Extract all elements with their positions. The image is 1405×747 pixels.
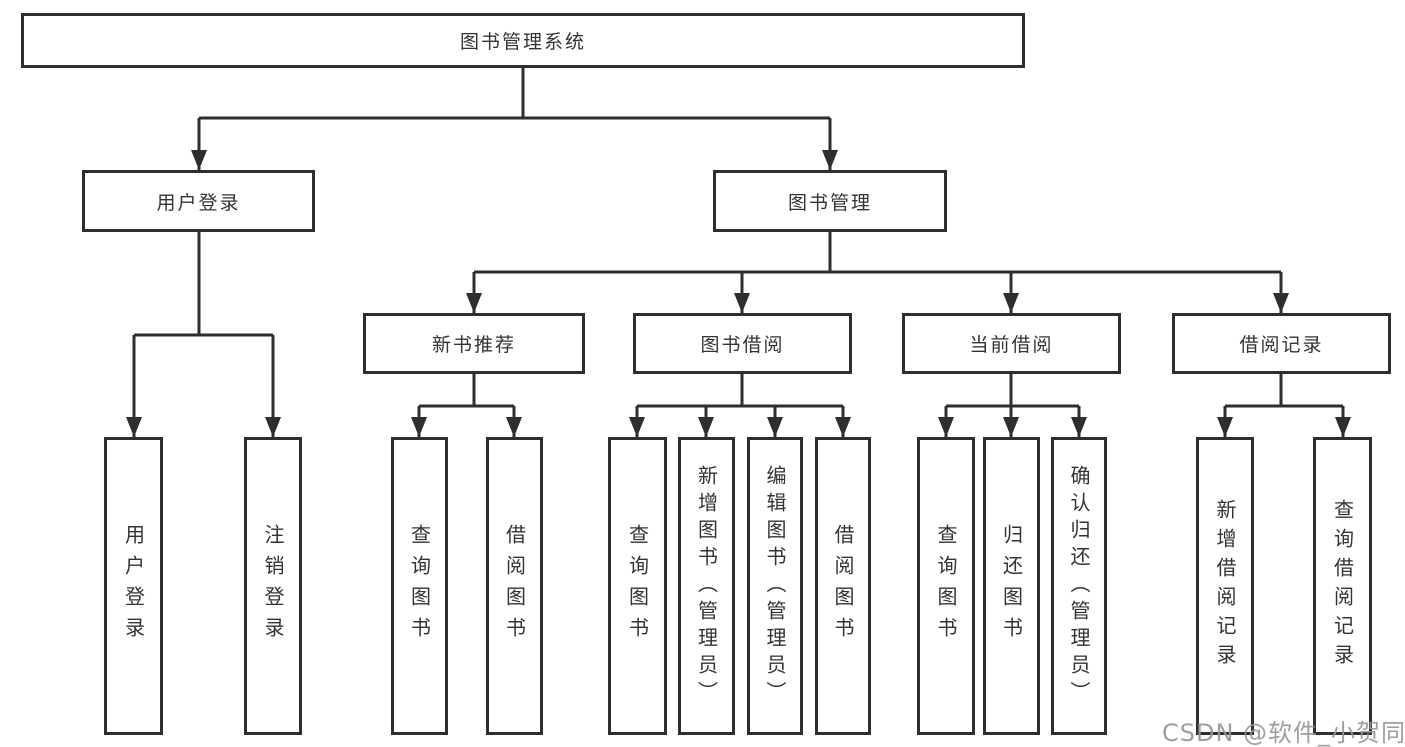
leaf-add-book-admin-label: 新增图书（管理员） xyxy=(694,464,719,708)
node-borrow-records-label: 借阅记录 xyxy=(1239,334,1324,356)
leaf-logout-label: 注销登录 xyxy=(261,524,285,648)
leaf-borrow-books: 借阅图书 xyxy=(815,437,871,735)
leaf-logout: 注销登录 xyxy=(244,437,302,735)
leaf-query-borrow-record-label: 查询借阅记录 xyxy=(1330,499,1355,673)
node-borrow-records: 借阅记录 xyxy=(1172,313,1391,374)
leaf-user-login-label: 用户登录 xyxy=(121,524,146,648)
node-book-borrow-label: 图书借阅 xyxy=(700,334,785,356)
node-book-management: 图书管理 xyxy=(713,170,947,232)
node-book-borrow: 图书借阅 xyxy=(633,313,852,374)
leaf-current-query-books-label: 查询图书 xyxy=(934,524,958,648)
node-book-management-label: 图书管理 xyxy=(787,191,872,214)
node-user-login: 用户登录 xyxy=(82,170,315,232)
leaf-recommend-borrow-books: 借阅图书 xyxy=(486,437,543,735)
node-new-book-recommend: 新书推荐 xyxy=(363,313,585,374)
watermark: CSDN @软件_小贺同学 xyxy=(1162,719,1405,747)
leaf-query-borrow-record: 查询借阅记录 xyxy=(1313,437,1372,735)
node-user-login-label: 用户登录 xyxy=(156,191,241,214)
node-current-borrow-label: 当前借阅 xyxy=(969,334,1054,356)
leaf-add-borrow-record: 新增借阅记录 xyxy=(1196,437,1254,735)
leaf-return-book: 归还图书 xyxy=(983,437,1040,735)
leaf-recommend-query-books-label: 查询图书 xyxy=(407,524,432,648)
leaf-add-borrow-record-label: 新增借阅记录 xyxy=(1213,499,1237,673)
leaf-user-login: 用户登录 xyxy=(104,437,163,735)
leaf-borrow-query-books-label: 查询图书 xyxy=(625,524,650,648)
leaf-add-book-admin: 新增图书（管理员） xyxy=(678,437,735,735)
leaf-confirm-return-admin-label: 确认归还（管理员） xyxy=(1067,464,1091,708)
node-current-borrow: 当前借阅 xyxy=(902,313,1121,374)
leaf-edit-book-admin-label: 编辑图书（管理员） xyxy=(763,464,787,708)
leaf-recommend-borrow-books-label: 借阅图书 xyxy=(502,524,527,648)
leaf-borrow-query-books: 查询图书 xyxy=(608,437,667,735)
arrowhead-icons xyxy=(126,150,1351,437)
leaf-borrow-books-label: 借阅图书 xyxy=(831,524,855,648)
node-root-system: 图书管理系统 xyxy=(21,13,1025,68)
leaf-current-query-books: 查询图书 xyxy=(917,437,975,735)
leaf-confirm-return-admin: 确认归还（管理员） xyxy=(1051,437,1107,735)
node-root-system-label: 图书管理系统 xyxy=(459,31,586,53)
leaf-return-book-label: 归还图书 xyxy=(999,524,1024,648)
node-new-book-recommend-label: 新书推荐 xyxy=(431,334,516,356)
leaf-edit-book-admin: 编辑图书（管理员） xyxy=(747,437,803,735)
leaf-recommend-query-books: 查询图书 xyxy=(391,437,448,735)
